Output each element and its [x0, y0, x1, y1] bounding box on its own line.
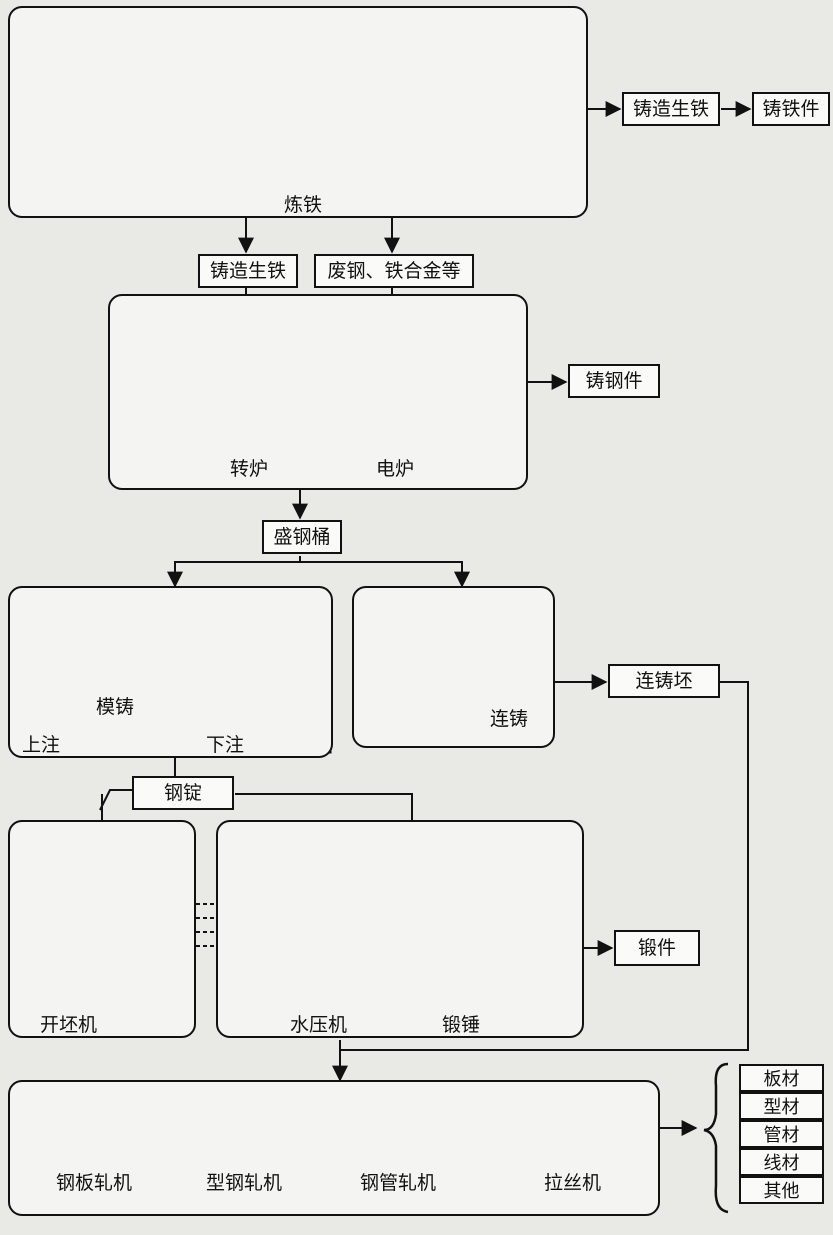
tube-mill-caption: 钢管轧机: [360, 1174, 436, 1193]
continuous-casting-caption: 连铸: [490, 710, 528, 729]
blooming-panel: [8, 820, 196, 1038]
ironmaking-caption: 炼铁: [284, 196, 322, 215]
converter-caption: 转炉: [230, 460, 268, 479]
product-plate: 板材: [739, 1064, 824, 1092]
ladle-box: 盛钢桶: [262, 520, 342, 554]
top-pouring-caption: 上注: [22, 736, 60, 755]
iron-casting-box: 铸铁件: [752, 92, 830, 126]
product-tube: 管材: [739, 1120, 824, 1148]
foundry-pig-iron-box: 铸造生铁: [622, 92, 720, 126]
hydraulic-press-caption: 水压机: [290, 1016, 347, 1035]
product-other: 其他: [739, 1176, 824, 1204]
blooming-mill-caption: 开坯机: [40, 1016, 97, 1035]
scrap-alloy-input-box: 废钢、铁合金等: [314, 254, 474, 288]
forging-box: 锻件: [614, 930, 700, 966]
forging-hammer-caption: 锻锤: [442, 1016, 480, 1035]
mold-casting-caption: 模铸: [96, 698, 134, 717]
bottom-pouring-caption: 下注: [206, 736, 244, 755]
plate-mill-caption: 钢板轧机: [56, 1174, 132, 1193]
rolling-panel: [8, 1080, 660, 1216]
mold-casting-panel: [8, 586, 333, 758]
foundry-pig-iron-input-box: 铸造生铁: [198, 254, 298, 288]
product-wire: 线材: [739, 1148, 824, 1176]
brace: [704, 1064, 728, 1212]
product-section: 型材: [739, 1092, 824, 1120]
electric-furnace-caption: 电炉: [376, 460, 414, 479]
wire-drawing-caption: 拉丝机: [544, 1174, 601, 1193]
forging-panel: [216, 820, 584, 1038]
ingot-box: 钢锭: [132, 776, 234, 810]
billet-box: 连铸坯: [608, 664, 720, 698]
ironmaking-panel: [8, 6, 588, 218]
section-mill-caption: 型钢轧机: [206, 1174, 282, 1193]
steelmaking-panel: [108, 294, 528, 490]
steel-casting-box: 铸钢件: [568, 364, 660, 398]
